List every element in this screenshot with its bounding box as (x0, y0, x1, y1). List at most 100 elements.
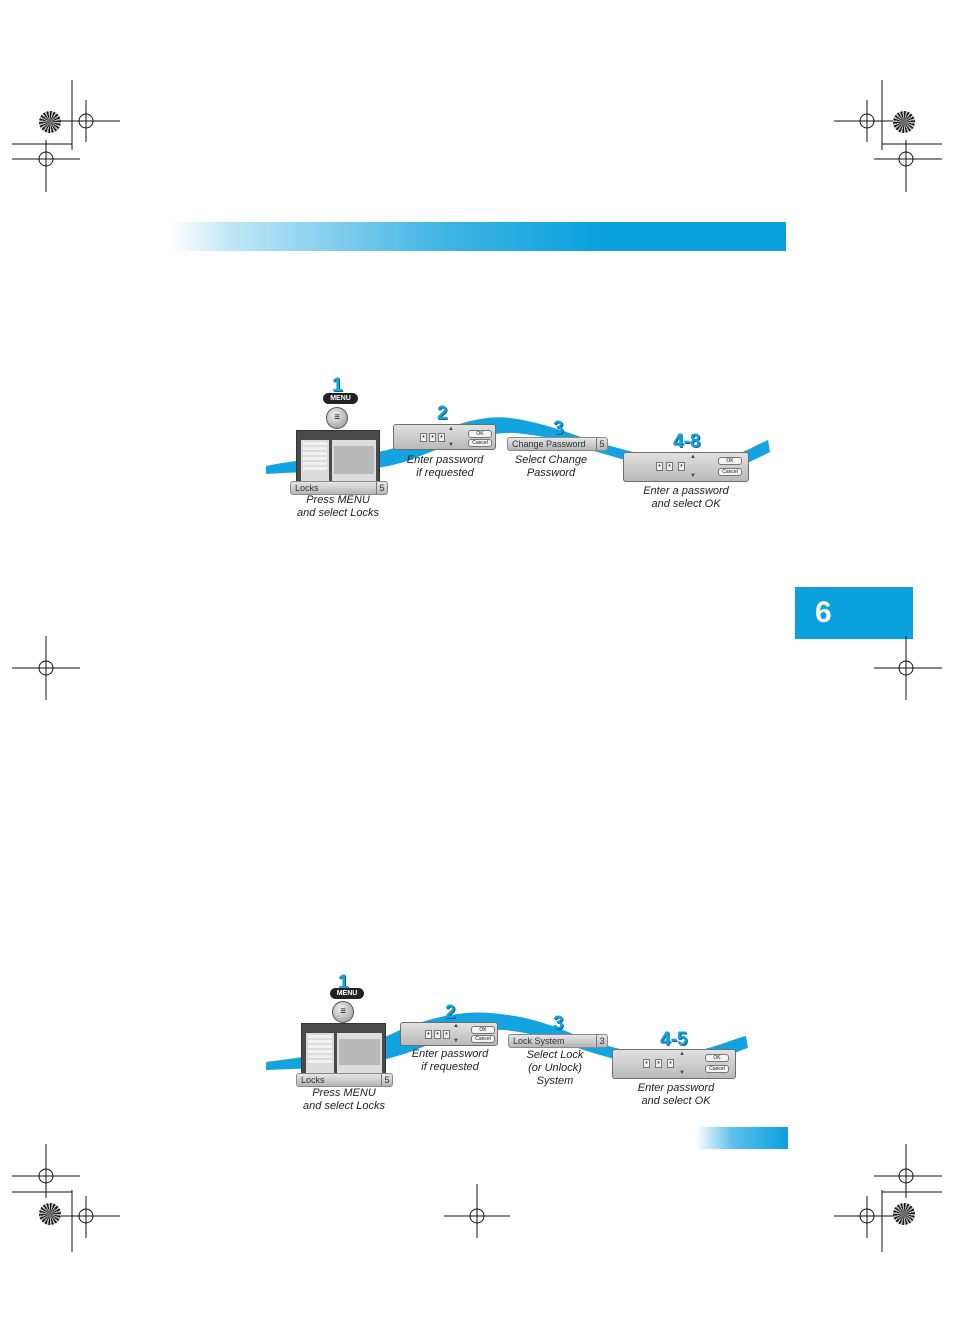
step-caption: Enter password and select OK (622, 1082, 730, 1108)
down-arrow-icon[interactable]: ▼ (448, 442, 454, 448)
selection-label: Locks (295, 483, 319, 493)
cancel-button[interactable]: Cancel (718, 468, 742, 476)
password-digit[interactable]: * (429, 433, 436, 442)
password-digit[interactable]: * (678, 462, 685, 471)
step-number: 3 (553, 1013, 564, 1034)
caption-line: Press MENU (312, 1087, 376, 1099)
menu-lines-icon: ≡ (334, 412, 340, 423)
password-digit[interactable]: * (434, 1030, 441, 1039)
tv-video-preview (339, 1039, 380, 1065)
step-caption: Press MENU and select Locks (284, 494, 392, 520)
tv-video-preview (334, 446, 374, 474)
step-number: 2 (445, 1002, 456, 1023)
step-number: 1 (332, 375, 343, 396)
menu-label: MENU (323, 393, 358, 404)
caption-line: if requested (416, 467, 474, 479)
header-band (170, 222, 786, 251)
menu-selection-bar[interactable]: Change Password 5 (507, 437, 608, 451)
step-caption: Enter password if requested (392, 454, 498, 480)
ok-button[interactable]: OK (468, 430, 492, 438)
menu-selection-bar[interactable]: Lock System 3 (508, 1034, 608, 1048)
caption-line: (or Unlock) (528, 1062, 582, 1074)
step-number: 4-8 (673, 431, 701, 452)
password-dialog: * * * ▲ ▼ OK Cancel (393, 424, 496, 450)
caption-line: Select Lock (526, 1049, 584, 1061)
password-digit[interactable]: * (443, 1030, 450, 1039)
up-arrow-icon[interactable]: ▲ (453, 1023, 459, 1029)
caption-line: Press MENU (306, 494, 370, 506)
tv-menu-list (301, 440, 329, 482)
footer-band (696, 1127, 788, 1149)
caption-line: Password (526, 467, 576, 479)
selection-number: 5 (376, 482, 387, 494)
cancel-button[interactable]: Cancel (471, 1035, 495, 1043)
step-number: 4-5 (660, 1029, 688, 1050)
registration-sunburst (39, 1203, 61, 1225)
up-arrow-icon[interactable]: ▲ (679, 1051, 685, 1057)
caption-line: Enter password (406, 454, 484, 466)
caption-line: Enter password (637, 1082, 715, 1094)
ok-button[interactable]: OK (705, 1054, 729, 1062)
cancel-button[interactable]: Cancel (705, 1065, 729, 1073)
caption-line: Enter password (411, 1048, 489, 1060)
caption-line: and select OK (651, 498, 721, 510)
selection-number: 3 (596, 1035, 607, 1047)
chapter-number: 6 (815, 596, 832, 629)
password-digit[interactable]: * (425, 1030, 432, 1039)
caption-line: Select Change (514, 454, 588, 466)
registration-sunburst (893, 1203, 915, 1225)
cancel-button[interactable]: Cancel (468, 439, 492, 447)
password-digit[interactable]: * (656, 462, 663, 471)
down-arrow-icon[interactable]: ▼ (690, 473, 696, 479)
down-arrow-icon[interactable]: ▼ (679, 1070, 685, 1076)
tv-preview-panel (332, 440, 376, 482)
menu-selection-bar[interactable]: Locks 5 (296, 1073, 393, 1087)
password-dialog: * * * ▲ ▼ OK Cancel (623, 452, 749, 482)
up-arrow-icon[interactable]: ▲ (690, 454, 696, 460)
registration-sunburst (893, 111, 915, 133)
selection-number: 5 (381, 1074, 392, 1086)
menu-selection-bar[interactable]: Locks 5 (290, 481, 388, 495)
menu-label: MENU (330, 988, 364, 999)
password-dialog: * * * ▲ ▼ OK Cancel (612, 1049, 736, 1079)
ok-button[interactable]: OK (718, 457, 742, 465)
selection-label: Lock System (513, 1036, 565, 1046)
selection-number: 5 (596, 438, 607, 450)
tv-preview-panel (337, 1033, 382, 1073)
caption-line: if requested (421, 1061, 479, 1073)
step-caption: Select Change Password (500, 454, 602, 480)
password-digit[interactable]: * (655, 1059, 662, 1068)
password-digit[interactable]: * (420, 433, 427, 442)
ok-button[interactable]: OK (471, 1026, 495, 1034)
registration-sunburst (39, 111, 61, 133)
selection-label: Locks (301, 1075, 325, 1085)
password-digit[interactable]: * (667, 1059, 674, 1068)
step-number: 2 (437, 403, 448, 424)
tv-screen-thumbnail (301, 1023, 386, 1075)
step-caption: Enter a password and select OK (630, 485, 742, 511)
step-caption: Enter password if requested (398, 1048, 502, 1074)
password-digit[interactable]: * (643, 1059, 650, 1068)
selection-label: Change Password (512, 439, 586, 449)
tv-screen-thumbnail (296, 430, 380, 484)
caption-line: System (536, 1075, 574, 1087)
caption-line: and select Locks (303, 1100, 385, 1112)
caption-line: Enter a password (643, 485, 729, 497)
caption-line: and select Locks (297, 507, 379, 519)
step-number: 1 (338, 972, 349, 993)
down-arrow-icon[interactable]: ▼ (453, 1038, 459, 1044)
password-digit[interactable]: * (438, 433, 445, 442)
step-caption: Press MENU and select Locks (290, 1087, 398, 1113)
tv-menu-list (306, 1033, 334, 1073)
menu-lines-icon: ≡ (340, 1006, 346, 1017)
step-number: 3 (553, 418, 564, 439)
menu-button[interactable]: ≡ (332, 1001, 354, 1023)
chapter-tab: 6 (795, 587, 913, 639)
password-dialog: * * * ▲ ▼ OK Cancel (400, 1022, 498, 1046)
menu-button[interactable]: ≡ (326, 407, 348, 429)
up-arrow-icon[interactable]: ▲ (448, 426, 454, 432)
step-caption: Select Lock (or Unlock) System (504, 1049, 606, 1088)
caption-line: and select OK (641, 1095, 711, 1107)
password-digit[interactable]: * (666, 462, 673, 471)
